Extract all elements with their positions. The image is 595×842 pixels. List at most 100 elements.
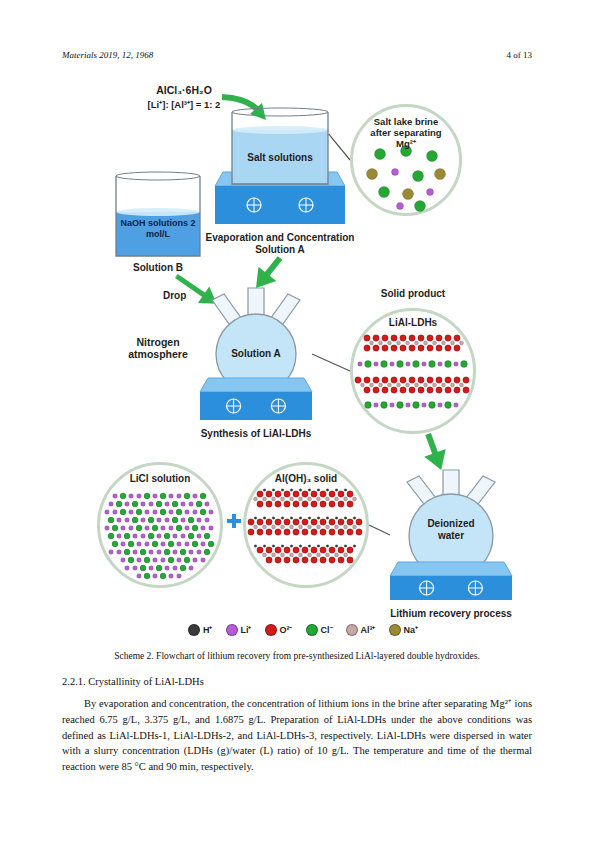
ion-ball bbox=[254, 497, 258, 501]
ion-ball bbox=[329, 557, 335, 563]
ion-ball bbox=[266, 501, 272, 507]
hotplate-knob bbox=[254, 198, 255, 212]
node-label: LiAl-LDHs bbox=[370, 317, 456, 329]
ion-ball bbox=[284, 491, 290, 497]
figure-caption: Scheme 2. Flowchart of lithium recovery … bbox=[62, 651, 532, 662]
ion-ball bbox=[121, 558, 126, 563]
ion-ball bbox=[374, 362, 379, 367]
ion-ball bbox=[197, 534, 202, 539]
ion-ball bbox=[164, 533, 170, 539]
ion-ball bbox=[347, 547, 353, 553]
ion-ball bbox=[133, 550, 138, 555]
ion-ball bbox=[284, 557, 290, 563]
ion-ball bbox=[442, 341, 446, 345]
legend: H⁺Li⁺O²⁻Cl⁻Al³⁺Na⁺ bbox=[188, 623, 431, 636]
scheme-label: [Li⁺]: [Al³⁺] = 1: 2 bbox=[124, 99, 244, 110]
ion-ball bbox=[397, 402, 404, 409]
leader-connector bbox=[369, 525, 390, 535]
ion-ball bbox=[427, 189, 434, 196]
ion-ball bbox=[409, 345, 415, 351]
ion-ball bbox=[125, 566, 130, 571]
ion-ball bbox=[373, 387, 379, 393]
zoom-circle bbox=[245, 464, 368, 587]
ion-ball bbox=[390, 362, 395, 367]
ion-ball bbox=[188, 517, 194, 523]
legend-swatch bbox=[346, 624, 358, 636]
ion-ball bbox=[329, 501, 335, 507]
ion-ball bbox=[379, 341, 383, 345]
ion-ball bbox=[125, 518, 130, 523]
ion-ball bbox=[281, 497, 285, 501]
ion-ball bbox=[113, 494, 118, 499]
ion-ball bbox=[165, 566, 170, 571]
ion-ball bbox=[185, 526, 190, 531]
ion-ball bbox=[108, 533, 114, 539]
ion-ball bbox=[302, 501, 308, 507]
ion-ball bbox=[254, 525, 258, 529]
ion-ball bbox=[263, 497, 267, 501]
ion-ball bbox=[329, 519, 335, 525]
ion-ball bbox=[132, 501, 138, 507]
ion-ball bbox=[418, 345, 424, 351]
ion-ball bbox=[293, 557, 299, 563]
ion-ball bbox=[413, 402, 420, 409]
ion-ball bbox=[413, 361, 420, 368]
ion-ball bbox=[160, 573, 166, 579]
ion-ball bbox=[149, 502, 154, 507]
ion-ball bbox=[137, 494, 142, 499]
ion-ball bbox=[192, 525, 198, 531]
ion-ball bbox=[201, 526, 206, 531]
ion-ball bbox=[382, 377, 388, 383]
plus-bar bbox=[232, 514, 236, 528]
ion-ball bbox=[435, 169, 446, 180]
ion-ball bbox=[438, 403, 443, 408]
ion-ball bbox=[248, 519, 254, 525]
ion-ball bbox=[108, 517, 114, 523]
ion-ball bbox=[311, 491, 317, 497]
ion-ball bbox=[356, 519, 362, 525]
ion-ball bbox=[391, 345, 397, 351]
ion-ball bbox=[302, 519, 308, 525]
ion-ball bbox=[205, 502, 210, 507]
ion-ball bbox=[161, 558, 166, 563]
ion-ball bbox=[391, 387, 397, 393]
edge-label: Drop bbox=[162, 290, 187, 302]
zoom-circle bbox=[99, 464, 222, 587]
ion-ball bbox=[197, 550, 202, 555]
ion-ball bbox=[193, 510, 198, 515]
ion-ball bbox=[379, 383, 383, 387]
ion-ball bbox=[400, 377, 406, 383]
ion-ball bbox=[117, 534, 122, 539]
ion-ball bbox=[109, 502, 114, 507]
ion-ball bbox=[347, 529, 353, 535]
ion-ball bbox=[302, 557, 308, 563]
ion-ball bbox=[338, 529, 344, 535]
ion-ball bbox=[433, 341, 437, 345]
ion-ball bbox=[160, 493, 166, 499]
ion-ball bbox=[290, 553, 294, 557]
ion-ball bbox=[355, 377, 361, 383]
ion-ball bbox=[454, 345, 460, 351]
flow-arrow bbox=[424, 434, 445, 470]
ion-ball bbox=[140, 565, 146, 571]
ion-ball bbox=[418, 387, 424, 393]
ion-ball bbox=[344, 545, 347, 548]
ion-ball bbox=[299, 545, 302, 548]
ion-ball bbox=[176, 525, 182, 531]
ion-ball bbox=[299, 525, 303, 529]
ion-ball bbox=[409, 387, 415, 393]
ion-ball bbox=[317, 517, 320, 520]
legend-label: Li⁺ bbox=[241, 623, 252, 636]
ion-ball bbox=[344, 525, 348, 529]
ion-ball bbox=[156, 565, 162, 571]
ion-ball bbox=[388, 341, 392, 345]
ion-ball bbox=[184, 493, 190, 499]
ion-ball bbox=[311, 557, 317, 563]
ion-ball bbox=[197, 518, 202, 523]
ion-ball bbox=[308, 553, 312, 557]
ion-ball bbox=[116, 501, 122, 507]
ion-ball bbox=[353, 545, 356, 548]
ion-ball bbox=[454, 377, 460, 383]
beaker-apparatus: NaOH solutions 2 mol/LSolution B bbox=[112, 176, 204, 276]
